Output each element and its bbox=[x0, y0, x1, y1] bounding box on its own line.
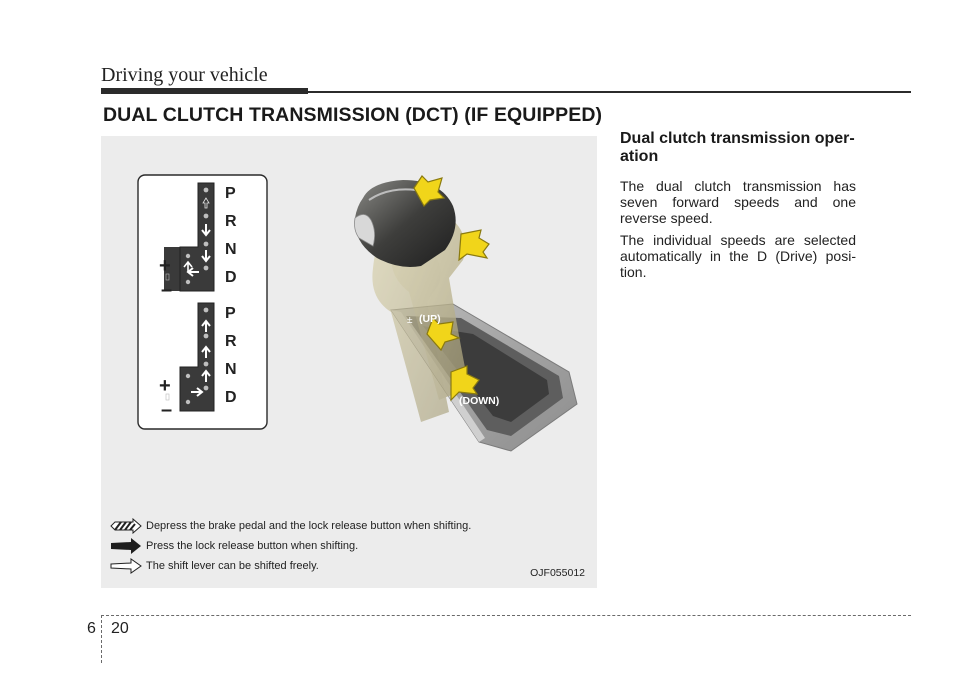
down-arrow-top bbox=[458, 229, 490, 262]
chapter-number: 6 bbox=[87, 620, 96, 637]
gate-top-plus: + bbox=[159, 255, 171, 277]
up-arrow-top bbox=[413, 175, 446, 207]
header-rule-thin bbox=[308, 91, 911, 93]
up-label: (UP) bbox=[419, 313, 441, 325]
figure-code: OJF055012 bbox=[530, 567, 585, 579]
side-paragraph-2: The individual speeds are selected autom… bbox=[620, 232, 856, 280]
legend-text-lock: Press the lock release button when shift… bbox=[146, 540, 359, 552]
shift-arrows bbox=[413, 175, 490, 402]
gate-bottom-letter-d: D bbox=[225, 389, 237, 406]
gate-bottom-letter-r: R bbox=[225, 333, 237, 350]
gate-top-letter-p: P bbox=[225, 185, 236, 202]
gate-top-strip bbox=[164, 182, 215, 292]
footer-rule bbox=[101, 615, 911, 616]
gate-top-letter-n: N bbox=[225, 241, 237, 258]
gate-bottom-strip bbox=[179, 302, 215, 412]
gate-top-letter-r: R bbox=[225, 213, 237, 230]
legend-row-lock: Press the lock release button when shift… bbox=[109, 538, 589, 556]
shift-diagram: P R N D P R N D + – + – bbox=[137, 174, 578, 452]
gate-bottom-letter-n: N bbox=[225, 361, 237, 378]
solid-arrow-icon bbox=[111, 538, 141, 554]
shift-lever bbox=[354, 180, 456, 267]
hatched-arrow-icon bbox=[110, 518, 142, 534]
up-arrow-bottom bbox=[426, 316, 461, 352]
footer-divider bbox=[101, 615, 102, 663]
legend-text-free: The shift lever can be shifted freely. bbox=[146, 560, 319, 572]
down-label: (DOWN) bbox=[459, 395, 499, 407]
side-paragraph-1: The dual clutch transmission has seven f… bbox=[620, 178, 856, 226]
page-number: 20 bbox=[111, 620, 129, 637]
legend-row-brake: Depress the brake pedal and the lock rel… bbox=[109, 518, 589, 536]
down-arrow-bottom bbox=[450, 365, 480, 402]
outline-arrow-icon bbox=[110, 558, 142, 574]
legend-row-free: The shift lever can be shifted freely. bbox=[109, 558, 589, 576]
side-heading: Dual clutch transmission oper-ation bbox=[620, 130, 855, 165]
gate-top-minus: – bbox=[161, 279, 172, 301]
gate-bottom-letter-p: P bbox=[225, 305, 236, 322]
gate-bottom-minus: – bbox=[161, 399, 172, 421]
header-title: Driving your vehicle bbox=[101, 64, 268, 86]
gate-panel bbox=[137, 174, 268, 430]
section-title: DUAL CLUTCH TRANSMISSION (DCT) (IF EQUIP… bbox=[103, 104, 603, 126]
legend-text-brake: Depress the brake pedal and the lock rel… bbox=[146, 520, 472, 532]
gate-bottom-plus: + bbox=[159, 375, 171, 397]
side-text: Dual clutch transmission oper-ation The … bbox=[620, 130, 856, 280]
plus-minus-icon: ± bbox=[407, 315, 413, 326]
shift-lever-figure: P R N D P R N D + – + – bbox=[101, 136, 597, 588]
header-rule-thick bbox=[101, 88, 308, 94]
gate-top-letter-d: D bbox=[225, 269, 237, 286]
